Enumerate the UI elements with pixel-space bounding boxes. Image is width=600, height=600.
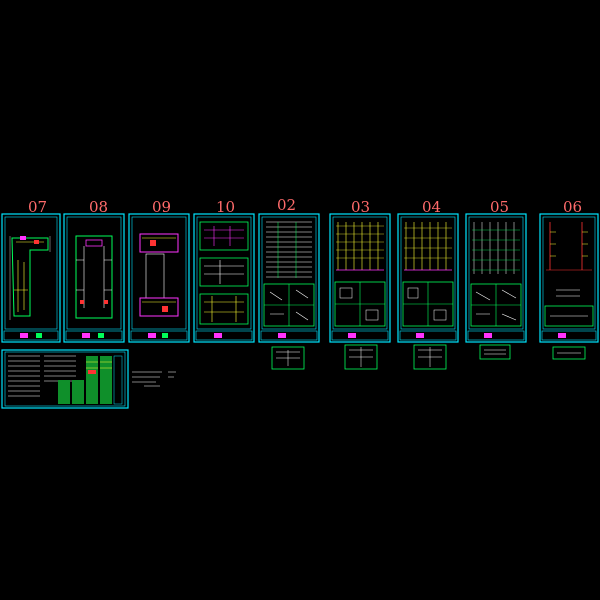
cover-index-sheet[interactable]: [1, 349, 129, 409]
sheet-05-riser-diagram[interactable]: [465, 213, 527, 343]
sheet-number-10: 10: [216, 198, 235, 216]
sheet-number-07: 07: [28, 198, 47, 216]
sheet-06-detail-thumbnail[interactable]: [552, 346, 586, 360]
sheet-02-detail-thumbnail[interactable]: [271, 346, 305, 370]
sheet-number-08: 08: [89, 198, 108, 216]
sheet-07-floor-plan[interactable]: [1, 213, 61, 343]
sheet-03-detail-thumbnail[interactable]: [344, 344, 378, 370]
sheet-03-riser-diagram[interactable]: [329, 213, 391, 343]
sheet-number-02: 02: [277, 196, 296, 214]
design-notes-text: [132, 371, 176, 387]
sheet-number-06: 06: [563, 198, 582, 216]
sheet-08-floor-plan[interactable]: [63, 213, 125, 343]
sheet-06-section[interactable]: [539, 213, 599, 343]
sheet-number-04: 04: [422, 198, 441, 216]
sheet-09-floor-plan[interactable]: [128, 213, 190, 343]
sheet-number-09: 09: [152, 198, 171, 216]
sheet-04-riser-diagram[interactable]: [397, 213, 459, 343]
sheet-02-schedule[interactable]: [258, 213, 320, 343]
sheet-number-05: 05: [490, 198, 509, 216]
sheet-05-detail-thumbnail[interactable]: [479, 344, 511, 360]
sheet-04-detail-thumbnail[interactable]: [413, 344, 447, 370]
sheet-10-elevations[interactable]: [193, 213, 255, 343]
sheet-number-03: 03: [351, 198, 370, 216]
